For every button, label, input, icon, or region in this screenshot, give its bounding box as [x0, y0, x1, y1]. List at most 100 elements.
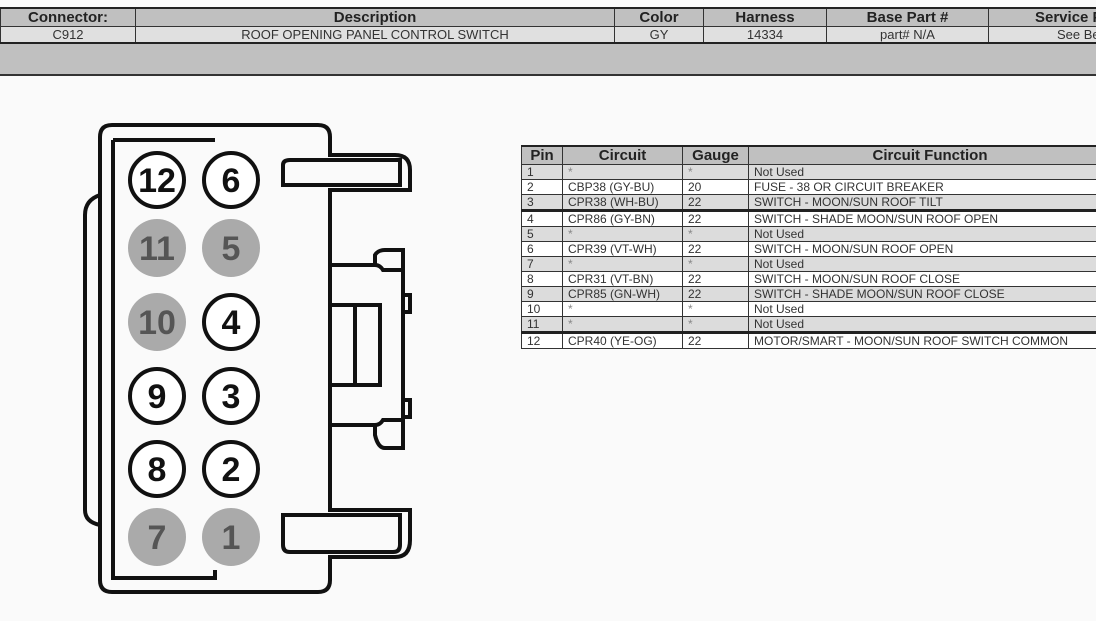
pin-number: 1 — [521, 164, 563, 180]
pin-gauge: * — [682, 301, 749, 317]
col-base-part: Base Part # — [826, 7, 989, 27]
pin-function: SWITCH - MOON/SUN ROOF CLOSE — [748, 271, 1096, 287]
col-description: Description — [135, 7, 615, 27]
connector-body-outline — [98, 123, 412, 594]
pin-label: 12 — [138, 162, 176, 200]
pin-function: SWITCH - MOON/SUN ROOF TILT — [748, 194, 1096, 211]
col-circuit: Circuit — [562, 145, 683, 165]
pin-circuit: CBP38 (GY-BU) — [562, 179, 683, 195]
pin-gauge: * — [682, 164, 749, 180]
pin-circuit: * — [562, 316, 683, 333]
connector-pin: 5 — [202, 219, 260, 277]
connector-pin: 8 — [128, 440, 186, 498]
pin-circle — [202, 293, 260, 351]
connector-info-row: C912 ROOF OPENING PANEL CONTROL SWITCH G… — [0, 26, 1096, 44]
header-band — [0, 44, 1096, 76]
connector-info-header: Connector: Description Color Harness Bas… — [0, 7, 1096, 27]
pin-row: 11**Not Used — [521, 316, 1096, 333]
latch-bottom — [281, 513, 402, 554]
pin-row: 10**Not Used — [521, 301, 1096, 317]
pin-label: 3 — [222, 378, 241, 416]
connector-harness: 14334 — [703, 26, 827, 44]
pin-row: 1**Not Used — [521, 164, 1096, 180]
pin-row: 5**Not Used — [521, 226, 1096, 242]
pin-circle — [128, 219, 186, 277]
pin-gauge: 22 — [682, 241, 749, 257]
pin-table-header: Pin Circuit Gauge Circuit Function — [521, 145, 1096, 165]
pin-function: Not Used — [748, 164, 1096, 180]
connector-id: C912 — [0, 26, 136, 44]
col-harness: Harness — [703, 7, 827, 27]
connector-pin: 2 — [202, 440, 260, 498]
pin-circle — [202, 367, 260, 425]
connector-pin: 1 — [202, 508, 260, 566]
pin-number: 10 — [521, 301, 563, 317]
pin-number: 4 — [521, 209, 563, 227]
pin-label: 9 — [148, 378, 167, 416]
pin-circle — [202, 508, 260, 566]
pin-label: 2 — [222, 451, 241, 489]
pin-gauge: 22 — [682, 194, 749, 211]
pin-label: 11 — [139, 230, 175, 268]
pin-circle — [128, 293, 186, 351]
pin-function: FUSE - 38 OR CIRCUIT BREAKER — [748, 179, 1096, 195]
pin-function: Not Used — [748, 256, 1096, 272]
pin-circuit: * — [562, 301, 683, 317]
pin-function: SWITCH - SHADE MOON/SUN ROOF OPEN — [748, 209, 1096, 227]
connector-pin: 6 — [202, 151, 260, 209]
pin-circuit: * — [562, 256, 683, 272]
pin-gauge: * — [682, 256, 749, 272]
lock-tab-notches — [373, 248, 412, 450]
pin-number: 11 — [521, 316, 563, 333]
pin-number: 8 — [521, 271, 563, 287]
pin-number: 3 — [521, 194, 563, 211]
col-circuit-function: Circuit Function — [748, 145, 1096, 165]
pin-label: 7 — [148, 519, 167, 557]
pin-function: Not Used — [748, 316, 1096, 333]
pin-circle — [128, 440, 186, 498]
pin-number: 7 — [521, 256, 563, 272]
pin-function: MOTOR/SMART - MOON/SUN ROOF SWITCH COMMO… — [748, 331, 1096, 349]
lock-tab — [330, 263, 405, 427]
pin-label: 6 — [222, 162, 241, 200]
pin-row: 7**Not Used — [521, 256, 1096, 272]
pin-function: SWITCH - MOON/SUN ROOF OPEN — [748, 241, 1096, 257]
pin-number: 6 — [521, 241, 563, 257]
pin-function: Not Used — [748, 226, 1096, 242]
pin-gauge: * — [682, 316, 749, 333]
pin-label: 1 — [222, 519, 241, 557]
connector-info-section: Connector: Description Color Harness Bas… — [0, 7, 1096, 76]
pin-circle — [202, 440, 260, 498]
pin-circuit: CPR39 (VT-WH) — [562, 241, 683, 257]
pin-table: Pin Circuit Gauge Circuit Function 1**No… — [521, 145, 1096, 349]
pin-circuit: CPR31 (VT-BN) — [562, 271, 683, 287]
pin-circle — [128, 151, 186, 209]
connector-pin: 3 — [202, 367, 260, 425]
pin-circuit: CPR86 (GY-BN) — [562, 209, 683, 227]
connector-description: ROOF OPENING PANEL CONTROL SWITCH — [135, 26, 615, 44]
pin-circuit: CPR40 (YE-OG) — [562, 331, 683, 349]
connector-color: GY — [614, 26, 704, 44]
connector-pin: 10 — [128, 293, 186, 351]
pin-label: 8 — [148, 451, 167, 489]
pin-gauge: 22 — [682, 331, 749, 349]
pin-circle — [128, 367, 186, 425]
connector-inner-outline — [111, 138, 217, 580]
pin-gauge: 20 — [682, 179, 749, 195]
connector-base-part: part# N/A — [826, 26, 989, 44]
connector-pin: 12 — [128, 151, 186, 209]
col-connector: Connector: — [0, 7, 136, 27]
pin-number: 2 — [521, 179, 563, 195]
connector-pin: 9 — [128, 367, 186, 425]
pin-circle — [202, 219, 260, 277]
pin-circle — [202, 151, 260, 209]
connector-service: See Below — [988, 26, 1096, 44]
